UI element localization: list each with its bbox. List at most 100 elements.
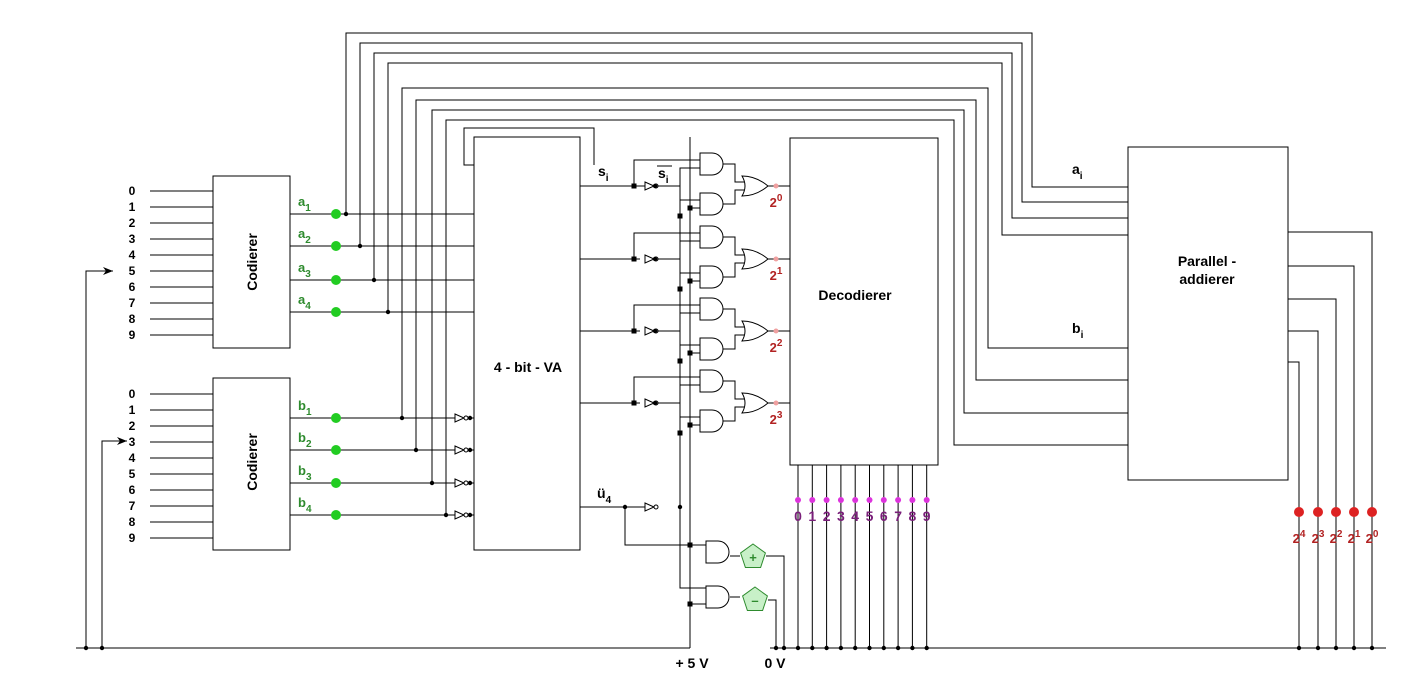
decoder-led-9 [923, 497, 930, 503]
decoder-output-7: 7 [894, 508, 902, 524]
va-input-inverter [454, 510, 469, 520]
coder-a-input-0: 0 [129, 184, 136, 198]
sum-not-label: si [658, 165, 669, 186]
sum-weight-label-1: 21 [1348, 529, 1361, 546]
or-gate [741, 248, 769, 270]
junction [467, 415, 473, 421]
coder-a-input-8: 8 [129, 312, 136, 326]
junction [429, 480, 435, 486]
coder-a-input-5: 5 [129, 264, 136, 278]
junction [399, 415, 405, 421]
decoder-box [789, 137, 939, 466]
bit-weight-label-2: 22 [770, 338, 783, 355]
coder-a-input-4: 4 [129, 248, 136, 262]
coder-b-input-0: 0 [129, 387, 136, 401]
coder-a-output-label-1: a1 [298, 194, 311, 214]
decoder-led-5 [866, 497, 873, 503]
decoder-led-6 [880, 497, 887, 503]
decoder-led-4 [852, 497, 859, 503]
vcc-label: + 5 V [675, 655, 709, 671]
and-gate [699, 192, 724, 216]
and-gate [699, 409, 724, 433]
selector-b-arrow-icon[interactable] [117, 437, 127, 445]
coder-b-output-label-1: b1 [298, 398, 312, 418]
decoder-led-2 [823, 497, 830, 503]
junction [413, 447, 419, 453]
or-gate [741, 392, 769, 414]
coder-b-led-4 [331, 510, 341, 520]
sum-led-2-0 [1367, 507, 1377, 517]
or-gate [741, 175, 769, 197]
decoder-led-7 [895, 497, 902, 503]
coder-a-input-7: 7 [129, 296, 136, 310]
sum-weight-label-2: 22 [1330, 529, 1343, 546]
bit-weight-label-0: 20 [770, 193, 783, 210]
adder-outputs: si si ü4 [580, 163, 672, 508]
and-gate [699, 337, 724, 361]
va-input-inverter [454, 478, 469, 488]
coder-b-input-5: 5 [129, 467, 136, 481]
decoder-output-9: 9 [923, 508, 931, 524]
sign-minus-label: – [751, 593, 758, 608]
sum-led-2-2 [1331, 507, 1341, 517]
or-gate [741, 320, 769, 342]
parallel-adder-title-2: addierer [1179, 271, 1235, 287]
coder-a-led-3 [331, 275, 341, 285]
junction [343, 211, 349, 217]
and-gate [699, 225, 724, 249]
coder-b-output-label-3: b3 [298, 463, 312, 483]
decoder-output-3: 3 [837, 508, 845, 524]
selector-a-arrow-icon[interactable] [103, 267, 113, 275]
sum-led-2-4 [1294, 507, 1304, 517]
decoder-output-8: 8 [909, 508, 917, 524]
decoder-input-pin [773, 400, 779, 406]
decoder-led-0 [795, 497, 801, 503]
junction [467, 480, 473, 486]
decoder-input-pin [773, 328, 779, 334]
sum-weight-label-3: 23 [1312, 529, 1325, 546]
junction [467, 447, 473, 453]
carry-label: ü4 [597, 485, 612, 506]
coder-b-input-3: 3 [129, 435, 136, 449]
adder-va: 4 - bit - VA [454, 136, 581, 551]
coder-b-output-label-2: b2 [298, 430, 312, 450]
coder-a-output-label-3: a3 [298, 260, 311, 280]
and-gate [699, 369, 724, 393]
parallel-adder-box [1127, 146, 1289, 481]
sum-label: si [598, 163, 609, 184]
decoder-output-1: 1 [808, 508, 816, 524]
coder-b-box [212, 377, 291, 551]
feedback-bus [345, 32, 1128, 515]
junction [385, 309, 391, 315]
decoder-output-4: 4 [851, 508, 859, 524]
coder-a-led-1 [331, 209, 341, 219]
decoder-output-6: 6 [880, 508, 888, 524]
selectors [85, 267, 127, 648]
parallel-a-label: ai [1072, 161, 1083, 182]
coder-a-title: Codierer [244, 233, 260, 291]
coder-a-input-1: 1 [129, 200, 136, 214]
junction [83, 645, 89, 651]
coder-b-input-8: 8 [129, 515, 136, 529]
va-input-inverter [454, 445, 469, 455]
parallel-b-label: bi [1072, 320, 1084, 341]
decoder-led-1 [809, 497, 816, 503]
coder-b-input-2: 2 [129, 419, 136, 433]
decoder-led-8 [909, 497, 916, 503]
decoder-title: Decodierer [818, 287, 892, 303]
sign-plus-indicator [740, 543, 766, 568]
coder-b-output-label-4: b4 [298, 495, 312, 515]
coder-a-led-2 [331, 241, 341, 251]
junction [99, 645, 105, 651]
decoder-output-2: 2 [823, 508, 831, 524]
decoder-led-3 [837, 497, 844, 503]
and-gate [699, 265, 724, 289]
sign-and-plus [705, 540, 730, 564]
sign-minus-indicator [742, 586, 768, 611]
coder-a-led-4 [331, 307, 341, 317]
